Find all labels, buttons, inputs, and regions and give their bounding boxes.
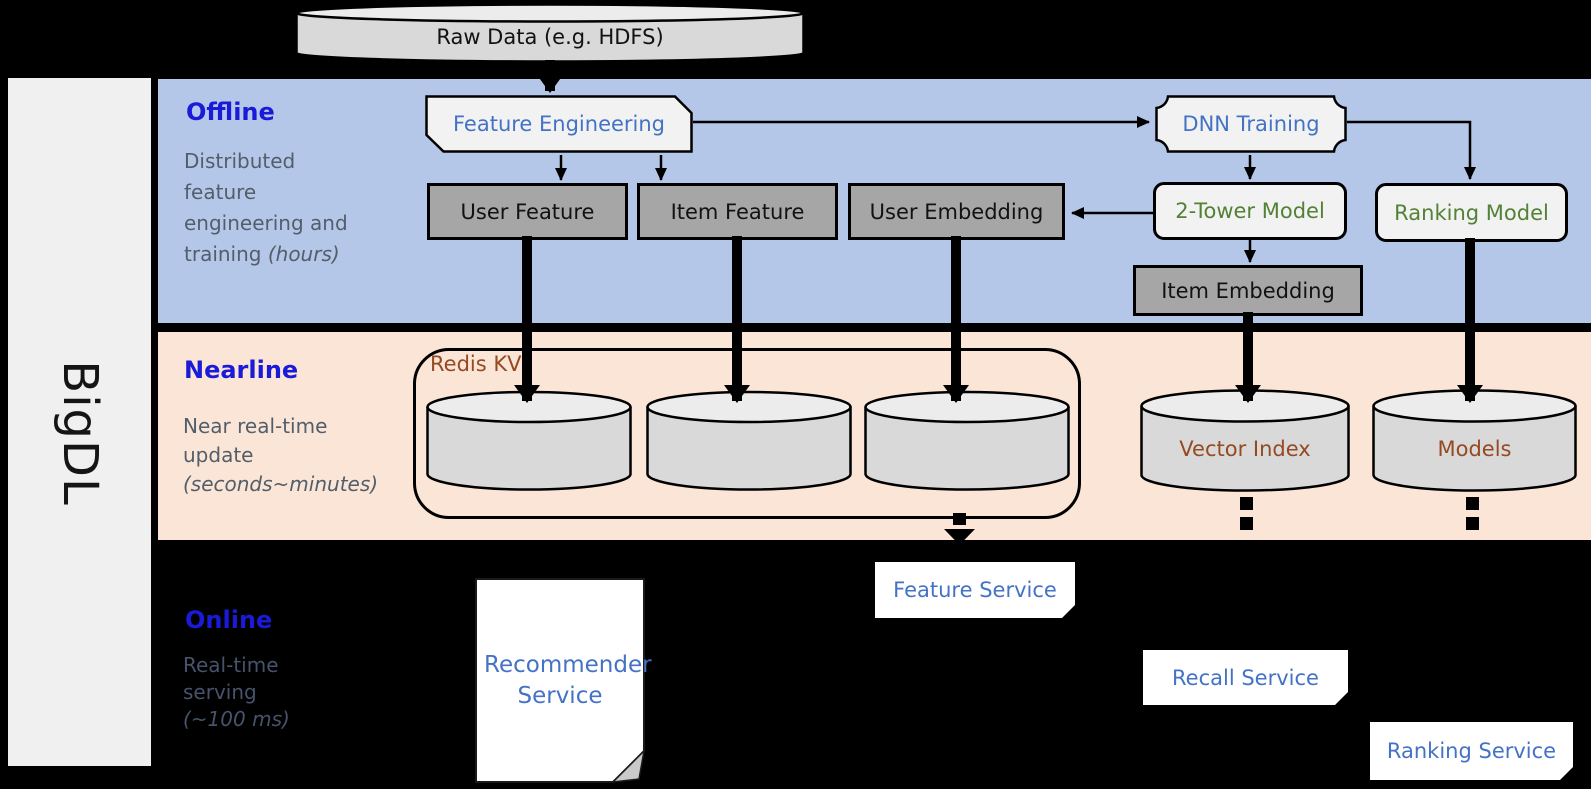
cylinder-shape — [864, 390, 1070, 491]
cylinder-shape — [295, 3, 805, 63]
offline-description: Distributed feature engineering and trai… — [184, 149, 348, 266]
ranking-model-node: Ranking Model — [1375, 183, 1568, 242]
feature-service-node: Feature Service — [875, 562, 1076, 619]
redis-cylinder-1 — [426, 390, 632, 491]
item-feature-node: Item Feature — [637, 183, 838, 240]
redis-cylinder-3 — [864, 390, 1070, 491]
redis-cylinder-2 — [646, 390, 852, 491]
feature-engineering-node: Feature Engineering — [425, 95, 693, 153]
redis-kv-label: Redis KV — [430, 352, 522, 376]
nearline-title: Nearline — [184, 356, 299, 384]
recall-service-node: Recall Service — [1143, 650, 1349, 706]
cylinder-shape — [1372, 389, 1577, 492]
snip-rect-shape — [425, 95, 693, 153]
cylinder-shape — [646, 390, 852, 491]
cylinder-shape — [426, 390, 632, 491]
ranking-service-node: Ranking Service — [1370, 722, 1574, 781]
item-embedding-node: Item Embedding — [1133, 265, 1363, 316]
offline-title: Offline — [186, 98, 275, 126]
online-description: Real-time serving (~100 ms) — [183, 653, 290, 731]
folded-corner-icon — [1334, 691, 1349, 706]
user-feature-node: User Feature — [427, 183, 628, 240]
dnn-training-node: DNN Training — [1155, 95, 1347, 153]
folded-corner-icon — [1559, 766, 1574, 781]
document-shape — [475, 578, 645, 783]
vector-index-store: Vector Index — [1140, 388, 1350, 493]
raw-data-store: Raw Data (e.g. HDFS) — [295, 3, 805, 63]
cylinder-shape — [1140, 389, 1350, 492]
plaque-shape — [1155, 95, 1347, 153]
nearline-description: Near real-time update (seconds~minutes) — [183, 414, 379, 496]
bigdl-sidebar: BigDL — [8, 78, 151, 766]
bigdl-label: BigDL — [51, 360, 108, 506]
folded-corner-icon — [1061, 604, 1076, 619]
models-store: Models — [1372, 388, 1577, 493]
recommender-service-node: Recommender Service — [475, 578, 652, 783]
user-embedding-node: User Embedding — [848, 183, 1065, 240]
redis-kv-container — [413, 348, 1081, 519]
online-title: Online — [185, 606, 273, 634]
two-tower-model-node: 2-Tower Model — [1153, 182, 1347, 240]
